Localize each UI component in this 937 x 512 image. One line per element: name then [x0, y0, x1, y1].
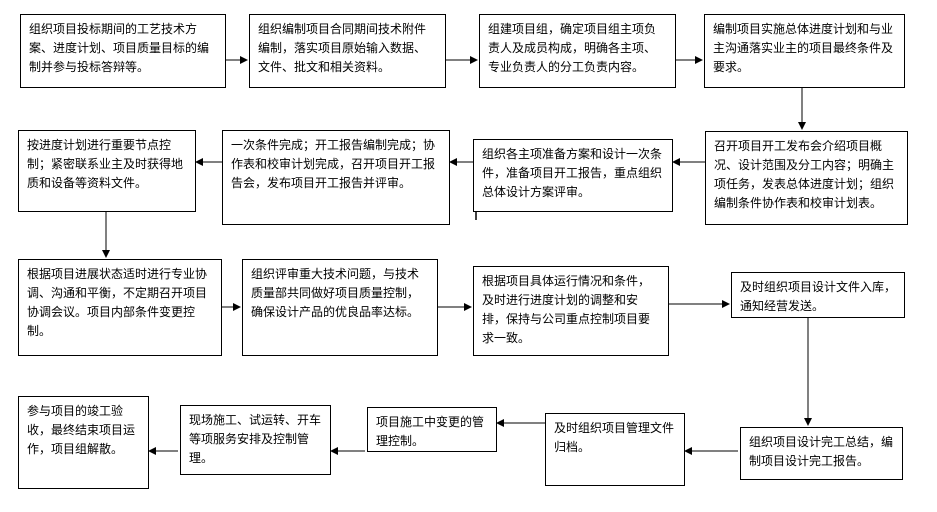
node-11: 根据项目具体运行情况和条件，及时进行进度计划的调整和安排，保持与公司重点控制项目…	[473, 266, 669, 356]
node-12: 及时组织项目设计文件入库，通知经营发送。	[731, 272, 905, 318]
node-5: 召开项目开工发布会介绍项目概况、设计范围及分工内容；明确主项任务，发表总体进度计…	[705, 131, 908, 225]
node-13: 组织项目设计完工总结，编制项目设计完工报告。	[740, 427, 903, 480]
node-16: 现场施工、试运转、开车等项服务安排及控制管理。	[180, 405, 331, 475]
node-8: 按进度计划进行重要节点控制；紧密联系业主及时获得地质和设备等资料文件。	[18, 130, 196, 212]
node-14: 及时组织项目管理文件归档。	[545, 413, 685, 486]
node-4: 编制项目实施总体进度计划和与业主沟通落实业主的项目最终条件及要求。	[704, 14, 905, 88]
node-1: 组织项目投标期间的工艺技术方案、进度计划、项目质量目标的编制并参与投标答辩等。	[20, 14, 226, 88]
node-15: 项目施工中变更的管理控制。	[367, 407, 497, 452]
node-7: 一次条件完成；开工报告编制完成；协作表和校审计划完成，召开项目开工报告会，发布项…	[222, 130, 450, 225]
node-9: 根据项目进展状态适时进行专业协调、沟通和平衡，不定期召开项目协调会议。项目内部条…	[18, 259, 222, 356]
node-6: 组织各主项准备方案和设计一次条件，准备项目开工报告，重点组织总体设计方案评审。	[473, 139, 673, 212]
node-3: 组建项目组，确定项目组主项负责人及成员构成，明确各主项、专业负责人的分工负责内容…	[479, 14, 676, 88]
node-2: 组织编制项目合同期间技术附件编制，落实项目原始输入数据、文件、批文和相关资料。	[249, 14, 446, 88]
node-10: 组织评审重大技术问题，与技术质量部共同做好项目质量控制，确保设计产品的优良品率达…	[242, 259, 438, 356]
node-17: 参与项目的竣工验收，最终结束项目运作，项目组解散。	[18, 396, 149, 489]
